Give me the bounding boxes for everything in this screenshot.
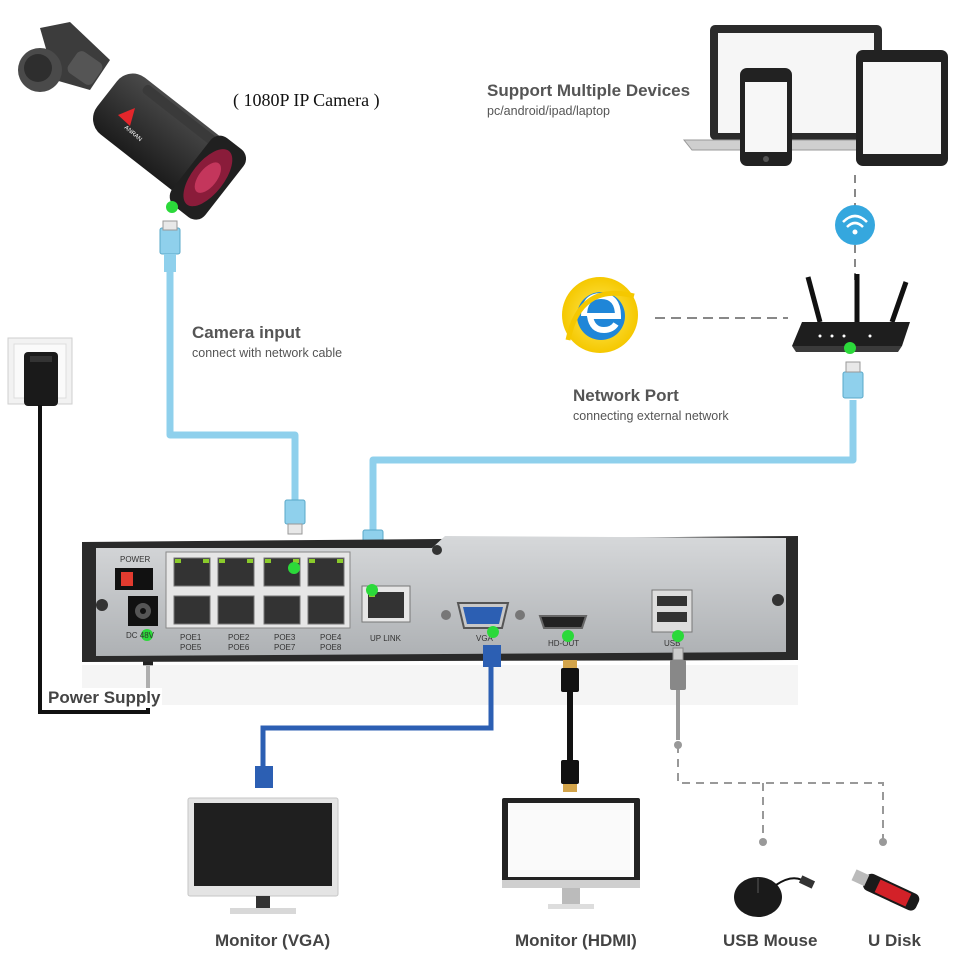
wifi-icon	[835, 205, 875, 245]
router-device	[792, 274, 910, 352]
svg-text:POWER: POWER	[120, 555, 150, 564]
internet-explorer-icon	[562, 277, 638, 353]
power-supply-label: Power Supply	[46, 688, 163, 708]
uplink-port: UP LINK	[361, 585, 411, 643]
poe-labels: POE1 POE2 POE3 POE4 POE5 POE6 POE7 POE8	[180, 633, 342, 652]
network-port-title: Network Port	[573, 386, 679, 405]
camera-input-title: Camera input	[192, 323, 301, 342]
dot-camera	[166, 201, 178, 213]
phone-device	[740, 68, 792, 166]
vga-plug-nvr	[483, 645, 501, 667]
hdmi-port: HD-OUT	[538, 615, 588, 648]
dot-uplink	[366, 584, 378, 596]
dot-router	[844, 342, 856, 354]
tablet-device	[856, 50, 948, 166]
rj45-plug-router	[842, 361, 864, 399]
vga-cable	[260, 665, 494, 770]
network-port-subtitle: connecting external network	[573, 409, 729, 423]
monitor-hdmi-label: Monitor (HDMI)	[515, 931, 637, 950]
hdmi-plug-monitor	[561, 760, 579, 792]
devices-subtitle: pc/android/ipad/laptop	[487, 104, 611, 118]
devices-title: Support Multiple Devices	[487, 81, 691, 100]
hdmi-plug-nvr	[561, 660, 579, 692]
dot-vga	[487, 626, 499, 638]
power-adapter	[7, 337, 73, 406]
svg-text:POE1: POE1	[180, 633, 202, 642]
svg-text:USB: USB	[664, 639, 680, 648]
svg-text:HD-OUT: HD-OUT	[548, 639, 579, 648]
svg-text:POE4: POE4	[320, 633, 342, 642]
udisk-branch-dot	[879, 838, 887, 846]
camera-input-subtitle: connect with network cable	[192, 346, 343, 360]
dot-dc	[141, 629, 153, 641]
dot-poe	[288, 562, 300, 574]
dot-hdmi	[562, 630, 574, 642]
dot-usb	[672, 630, 684, 642]
svg-text:POE6: POE6	[228, 643, 250, 652]
svg-text:POE3: POE3	[274, 633, 296, 642]
monitor-vga	[187, 797, 339, 914]
svg-text:POE2: POE2	[228, 633, 250, 642]
svg-text:POE8: POE8	[320, 643, 342, 652]
camera-caption: ( 1080P IP Camera )	[233, 90, 380, 110]
svg-text:UP LINK: UP LINK	[370, 634, 402, 643]
usb-ports: USB	[651, 589, 693, 648]
monitor-vga-label: Monitor (VGA)	[215, 931, 331, 950]
usb-branch-dot	[674, 741, 682, 749]
u-disk-label: U Disk	[868, 931, 921, 950]
ip-camera: ANRAN	[18, 22, 247, 220]
uplink-network-cable	[369, 400, 857, 530]
poe-port-block	[165, 551, 351, 629]
nvr-dc-label: DC 48V	[126, 631, 155, 640]
vga-plug-monitor	[255, 766, 273, 788]
power-switch: POWER	[115, 555, 153, 590]
usb-mouse	[734, 875, 816, 917]
monitor-hdmi	[502, 798, 640, 909]
usb-dashed-lines	[677, 745, 884, 840]
svg-text:POE7: POE7	[274, 643, 296, 652]
usb-mouse-label: USB Mouse	[723, 931, 818, 950]
connection-dots	[141, 201, 856, 642]
rj45-plug-camera	[159, 220, 181, 272]
rj45-plug-nvr-poe	[284, 499, 306, 535]
vga-port: VGA	[441, 602, 525, 643]
dc-power-jack	[128, 596, 158, 626]
usb-plug-nvr	[670, 647, 686, 690]
mouse-branch-dot	[759, 838, 767, 846]
svg-text:POE5: POE5	[180, 643, 202, 652]
camera-network-cable	[166, 272, 299, 500]
svg-text:VGA: VGA	[476, 634, 494, 643]
u-disk	[851, 869, 920, 911]
